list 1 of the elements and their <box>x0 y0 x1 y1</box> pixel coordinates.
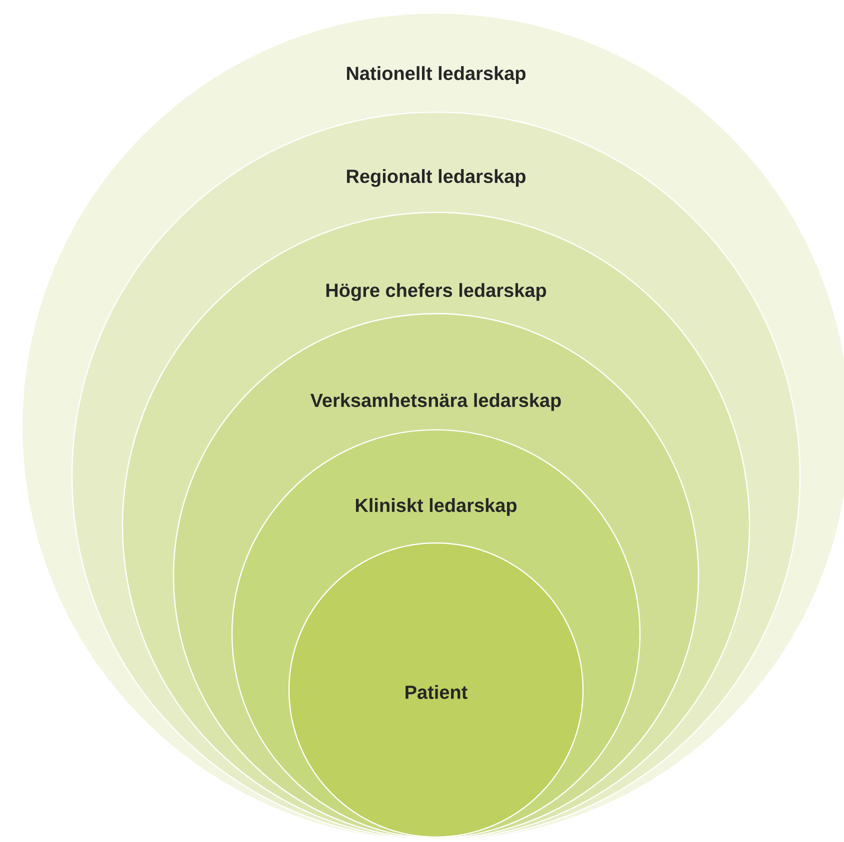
circle-band: Patient <box>288 542 584 838</box>
